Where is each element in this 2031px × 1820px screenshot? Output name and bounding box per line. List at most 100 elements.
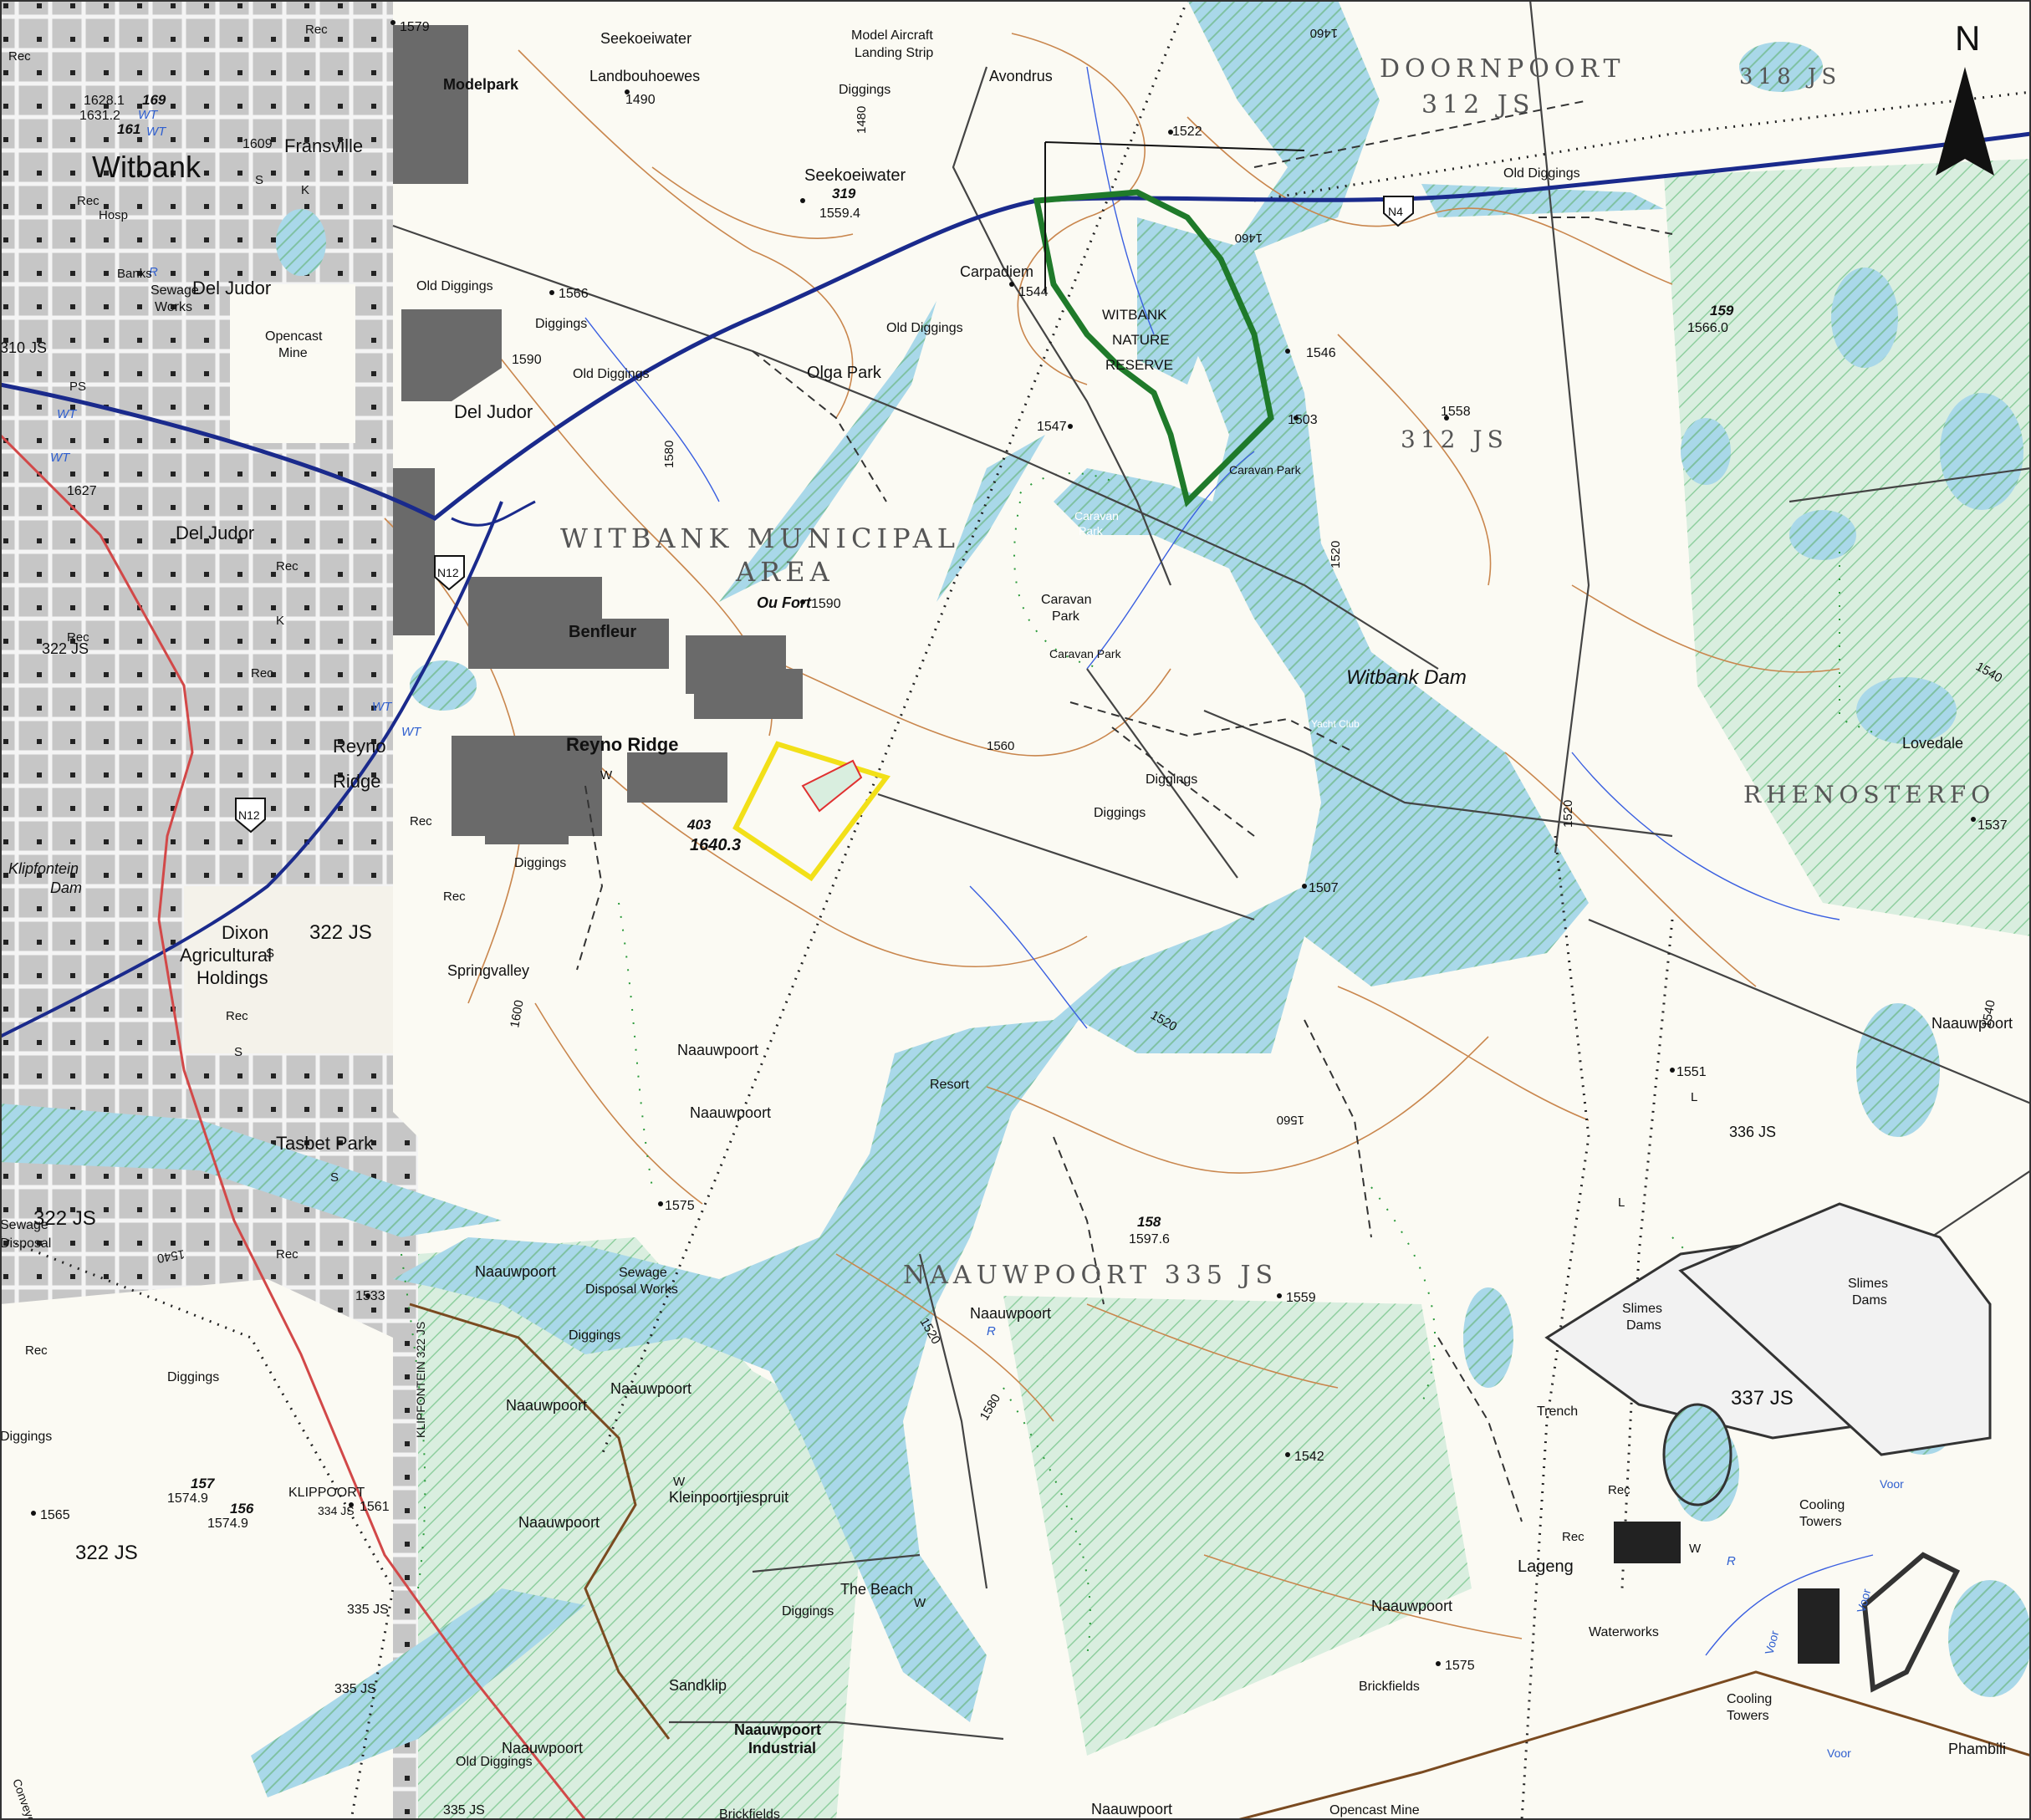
naauwpoort-label: Naauwpoort xyxy=(518,1514,600,1531)
diggings-label: Diggings xyxy=(569,1328,620,1343)
spot-height: 1566.0 xyxy=(1687,321,1728,335)
windmill-symbol: W xyxy=(1689,1542,1702,1556)
town-del-judor-3: Del Judor xyxy=(454,401,533,422)
dixon-holdings-area xyxy=(184,886,393,1053)
windmill-symbol: W xyxy=(914,1596,926,1610)
rec-label: Rec xyxy=(1562,1530,1584,1544)
farm-klippoort: KLIPPOORT xyxy=(288,1486,365,1500)
wt-symbol: WT xyxy=(138,108,159,122)
trig-beacon: 403 xyxy=(686,817,712,833)
spot-height: 1507 xyxy=(1309,881,1339,895)
slimes-dams-label-1: Slimes xyxy=(1622,1302,1662,1316)
k-symbol: K xyxy=(301,183,309,197)
reserve-label-2: NATURE xyxy=(1112,332,1170,348)
contour-value: 1600 xyxy=(508,999,527,1029)
town-carpadiem: Carpadiem xyxy=(960,263,1033,280)
road-shield-n4-label: N4 xyxy=(1388,205,1403,218)
farm-322js-a: 322 JS xyxy=(309,921,372,944)
diggings-label: Diggings xyxy=(514,856,566,870)
wt-symbol: WT xyxy=(50,451,71,465)
spot-height: 1544 xyxy=(1018,285,1049,299)
brown-road-south xyxy=(1237,1670,2031,1820)
town-del-judor-1: Del Judor xyxy=(192,278,271,298)
spot-height: 1628.1 xyxy=(84,94,125,108)
town-lovedale: Lovedale xyxy=(1902,735,1963,752)
north-arrow: N xyxy=(1936,18,1994,176)
wt-symbol: WT xyxy=(401,725,422,739)
spot-height: 1558 xyxy=(1441,405,1471,419)
old-diggings-label: Old Diggings xyxy=(416,279,493,293)
trig-beacon: 157 xyxy=(191,1476,216,1491)
rec-label: Rec xyxy=(251,666,273,681)
contour-value: 1540 xyxy=(156,1246,186,1266)
slimes-dams xyxy=(1544,1202,1992,1456)
farm-335js-a: 335 JS xyxy=(347,1603,389,1617)
school-symbol: S xyxy=(266,946,274,961)
cooling-towers-label-1: Cooling xyxy=(1799,1498,1845,1512)
town-dixon-1: Dixon xyxy=(222,922,268,943)
spot-height: 1546 xyxy=(1306,346,1336,360)
school-symbol: S xyxy=(255,173,263,187)
old-diggings-label: Old Diggings xyxy=(456,1755,533,1769)
trig-beacon: 161 xyxy=(117,121,140,137)
town-the-beach: The Beach xyxy=(840,1581,913,1598)
wetland-south xyxy=(1003,1296,1472,1756)
opencast-mine-label: Opencast Mine xyxy=(1329,1803,1420,1817)
spot-height: 1490 xyxy=(625,93,656,107)
town-reyno-west-2: Ridge xyxy=(333,771,380,792)
north-label: N xyxy=(1955,18,1980,58)
town-phambili: Phambili xyxy=(1948,1741,2006,1757)
spot-height: 1631.2 xyxy=(79,109,120,123)
naauwpoort-label: Naauwpoort xyxy=(690,1104,771,1121)
wetland-southwest xyxy=(418,1237,870,1820)
spot-height: 1579 xyxy=(400,20,430,34)
town-olga-park: Olga Park xyxy=(807,364,882,382)
study-site-feature xyxy=(801,759,863,813)
brickfields-label-1: Brickfields xyxy=(1359,1680,1420,1694)
slimes-dams-label-3: Slimes xyxy=(1848,1277,1888,1291)
voor-label: Voor xyxy=(1762,1629,1781,1655)
rec-label: Rec xyxy=(226,1009,248,1023)
voor-label: Voor xyxy=(1827,1746,1851,1760)
streams xyxy=(584,66,1874,1656)
witbank-municipal-label: WITBANK MUNICIPAL xyxy=(560,523,960,554)
minor-roads xyxy=(392,0,2031,1741)
waterworks-building xyxy=(1614,1522,1681,1563)
rec-label: Rec xyxy=(276,559,299,574)
town-naauwpoort-industrial-1: Naauwpoort xyxy=(734,1721,821,1738)
trig-beacon: 156 xyxy=(230,1501,254,1517)
spot-height: 1597.6 xyxy=(1129,1232,1170,1246)
witbank-dam-water xyxy=(393,0,1589,1722)
naauwpoort-label: Naauwpoort xyxy=(610,1380,691,1397)
brown-road xyxy=(409,1303,671,1740)
rec-label: Rec xyxy=(67,630,89,645)
road-shield-n12-south-label: N12 xyxy=(238,808,260,822)
road-shield-n12-label: N12 xyxy=(437,566,459,579)
town-modelpark: Modelpark xyxy=(443,76,519,93)
spot-height: 1574.9 xyxy=(207,1517,248,1531)
farm-334js: 334 JS xyxy=(318,1504,355,1517)
cooling-towers-label-2: Towers xyxy=(1799,1515,1842,1529)
contour-value: 1520 xyxy=(1561,800,1575,828)
l-symbol: L xyxy=(1618,1195,1625,1210)
n12-freeway-branch xyxy=(451,500,536,527)
wt-symbol: WT xyxy=(372,700,393,714)
n4-freeway xyxy=(0,131,2031,521)
naauwpoort-label: Naauwpoort xyxy=(1931,1015,2013,1032)
naauwpoort-label: Naauwpoort xyxy=(502,1740,583,1756)
diggings-label: Diggings xyxy=(1094,806,1146,820)
spot-height: 1609 xyxy=(242,137,273,151)
trench-label: Trench xyxy=(1537,1405,1578,1419)
caravan-park-label-2: Park xyxy=(1079,524,1104,538)
trig-beacon: 158 xyxy=(1137,1214,1161,1230)
town-lageng: Lageng xyxy=(1518,1557,1574,1576)
slimes-dams-label-2: Dams xyxy=(1626,1318,1661,1333)
town-avondrus: Avondrus xyxy=(989,68,1053,84)
caravan-park-label-1: Caravan xyxy=(1074,509,1119,523)
cooling-towers-label-3: Cooling xyxy=(1727,1692,1772,1706)
naauwpoort-label: Naauwpoort xyxy=(677,1042,758,1058)
spot-height: 1575 xyxy=(1445,1659,1475,1673)
contour-value: 1580 xyxy=(662,441,676,468)
